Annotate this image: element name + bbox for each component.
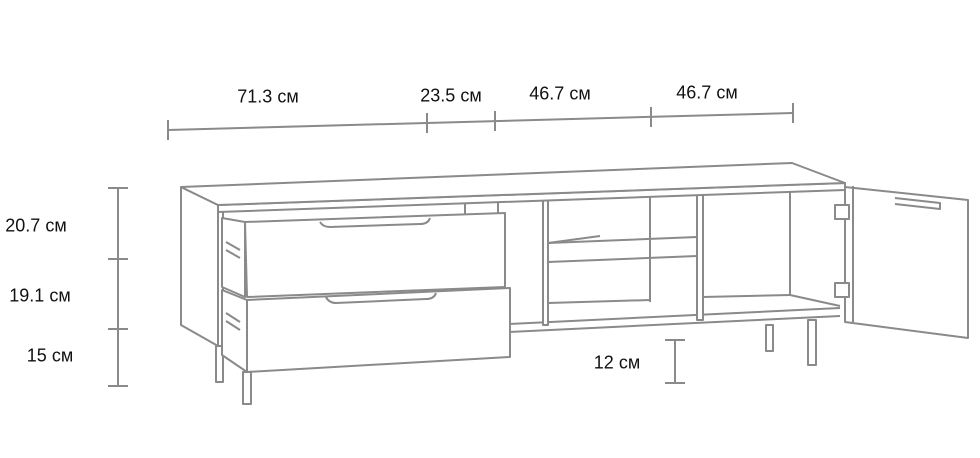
hinge-icon — [834, 204, 850, 220]
bottom-drawer — [221, 287, 511, 373]
width-label-narrow-section: 23.5 см — [420, 85, 482, 106]
leg-clearance-dimension-line — [665, 339, 685, 384]
height-label-legs: 15 см — [26, 345, 74, 366]
cabinet-body — [180, 162, 846, 347]
width-dimension-line — [167, 103, 794, 140]
height-dimension-line — [108, 187, 128, 387]
height-label-bottom-drawer: 19.1 см — [9, 285, 71, 306]
width-label-shelf-section: 46.7 см — [529, 83, 591, 104]
top-drawer — [221, 212, 506, 298]
open-door — [834, 186, 969, 339]
hinge-icon — [834, 282, 850, 298]
width-label-drawer-section: 71.3 см — [237, 86, 299, 107]
leg-clearance-label: 12 см — [593, 352, 641, 373]
width-label-door-section: 46.7 см — [676, 82, 738, 103]
height-label-top-drawer: 20.7 см — [5, 215, 67, 236]
